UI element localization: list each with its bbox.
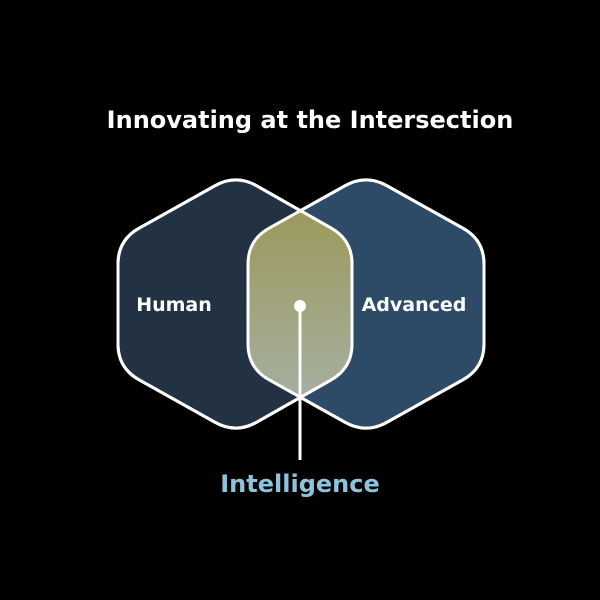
left-set-outline <box>116 178 354 430</box>
right-set-outline <box>246 178 486 430</box>
left-set-label: Human <box>136 294 212 316</box>
page-title: Innovating at the Intersection <box>107 106 514 134</box>
right-set-label: Advanced <box>362 294 467 316</box>
callout-dot <box>294 300 306 312</box>
intersection-region <box>248 179 352 429</box>
intersection-label: Intelligence <box>220 470 380 498</box>
